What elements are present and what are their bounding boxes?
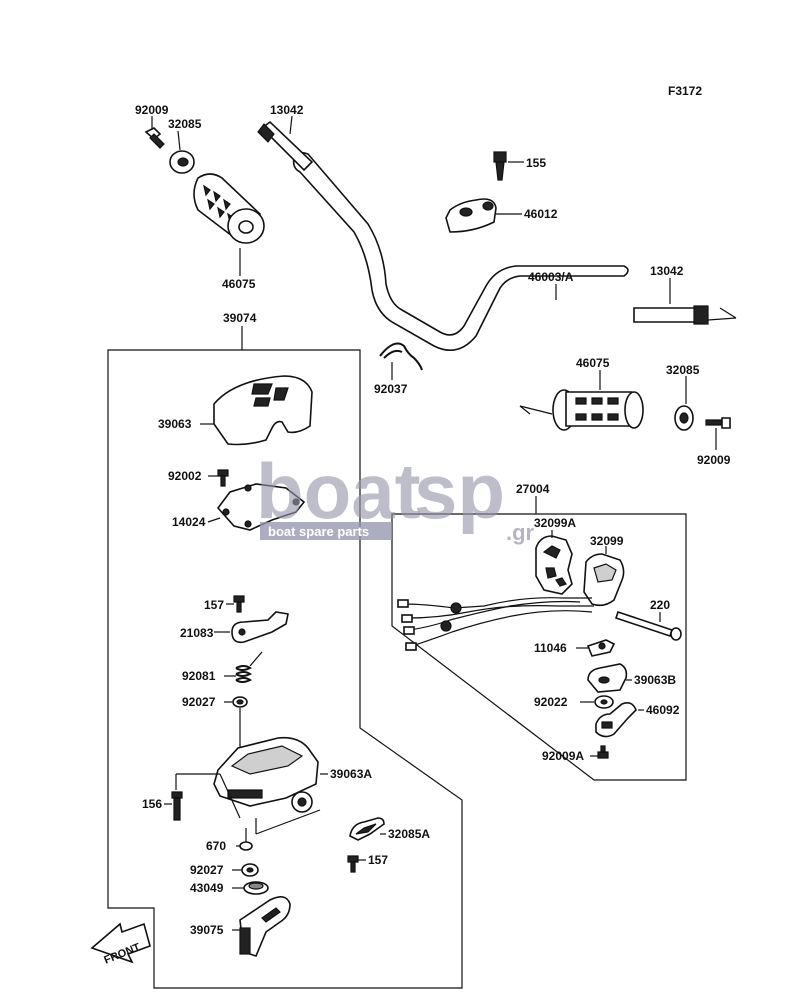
label-46075-left: 46075 <box>222 277 256 291</box>
label-11046: 11046 <box>534 641 567 655</box>
bolt-92009-right <box>705 417 731 429</box>
cover-39063 <box>213 375 313 446</box>
label-13042-right: 13042 <box>650 264 684 278</box>
clip-92037 <box>379 342 423 371</box>
label-670: 670 <box>206 839 226 853</box>
label-13042-left: 13042 <box>270 103 304 117</box>
screw-92009A <box>597 745 609 759</box>
label-27004: 27004 <box>516 482 550 496</box>
bolt-155 <box>493 151 507 181</box>
screw-92002 <box>217 469 229 487</box>
label-220: 220 <box>650 598 670 612</box>
label-32085-right: 32085 <box>666 363 700 377</box>
lever-39075 <box>239 896 291 957</box>
contact-11046 <box>586 639 616 657</box>
watermark-brand-left: boat <box>256 447 421 535</box>
label-92009-top: 92009 <box>135 103 169 117</box>
label-39075: 39075 <box>190 923 224 937</box>
clamp-46012 <box>445 198 497 233</box>
label-92081: 92081 <box>182 669 216 683</box>
handlebar-46003A <box>292 151 629 352</box>
lever-46092 <box>595 702 637 738</box>
washer-92027-bottom <box>241 863 259 877</box>
label-92009-right: 92009 <box>697 453 731 467</box>
label-92037: 92037 <box>374 382 408 396</box>
screw-157-bottom <box>347 855 359 873</box>
bar-end-13042-right <box>633 305 709 325</box>
label-32099A: 32099A <box>534 516 576 530</box>
label-92027-bottom: 92027 <box>190 863 224 877</box>
label-46012: 46012 <box>524 207 558 221</box>
screw-157-top <box>233 595 245 613</box>
watermark: boat sp .gr boat spare parts <box>256 447 535 545</box>
gasket-14024 <box>216 483 306 531</box>
label-32099: 32099 <box>590 534 624 548</box>
label-157-bottom: 157 <box>368 853 388 867</box>
bolt-92009-top <box>144 127 165 149</box>
watermark-brand-right: sp <box>414 447 505 535</box>
bar-end-13042-left <box>257 120 314 172</box>
bushing-43049 <box>243 881 269 895</box>
oring-670 <box>239 841 253 851</box>
label-43049: 43049 <box>190 881 224 895</box>
label-32085-top: 32085 <box>168 117 202 131</box>
plate-21083 <box>231 611 289 644</box>
washer-92022 <box>594 695 614 709</box>
washer-92027-top <box>232 696 248 708</box>
housing-39063A <box>213 736 319 813</box>
switch-housing-32099 <box>583 553 625 607</box>
watermark-domain: .gr <box>506 520 535 545</box>
label-157-top: 157 <box>204 598 224 612</box>
label-155: 155 <box>526 156 546 170</box>
screw-220 <box>614 610 682 641</box>
label-46075-right: 46075 <box>576 356 610 370</box>
holder-39063B <box>587 663 628 693</box>
label-39074: 39074 <box>223 311 257 325</box>
figure-code: F3172 <box>668 84 702 98</box>
label-39063B: 39063B <box>634 673 676 687</box>
label-46003A: 46003/A <box>528 270 574 284</box>
washer-32085-right <box>674 405 694 431</box>
label-39063: 39063 <box>158 417 192 431</box>
wiring-harness <box>397 597 594 651</box>
front-arrow-icon: FRONT <box>90 922 151 967</box>
label-92027-top: 92027 <box>182 695 216 709</box>
label-92002: 92002 <box>168 469 202 483</box>
switch-housing-32099A <box>535 535 573 595</box>
label-46092: 46092 <box>646 703 680 717</box>
guide-32085A <box>349 817 385 841</box>
grip-46075-left <box>193 173 265 244</box>
washer-32085-top <box>169 150 195 174</box>
label-92022: 92022 <box>534 695 568 709</box>
label-39063A: 39063A <box>330 767 372 781</box>
spring-92081 <box>235 651 263 683</box>
label-32085A: 32085A <box>388 827 430 841</box>
watermark-tagline: boat spare parts <box>268 524 369 539</box>
label-21083: 21083 <box>180 626 214 640</box>
label-156: 156 <box>142 797 162 811</box>
label-92009A: 92009A <box>542 749 584 763</box>
grip-46075-right <box>519 389 644 431</box>
label-14024: 14024 <box>172 515 206 529</box>
screw-156 <box>171 791 183 821</box>
